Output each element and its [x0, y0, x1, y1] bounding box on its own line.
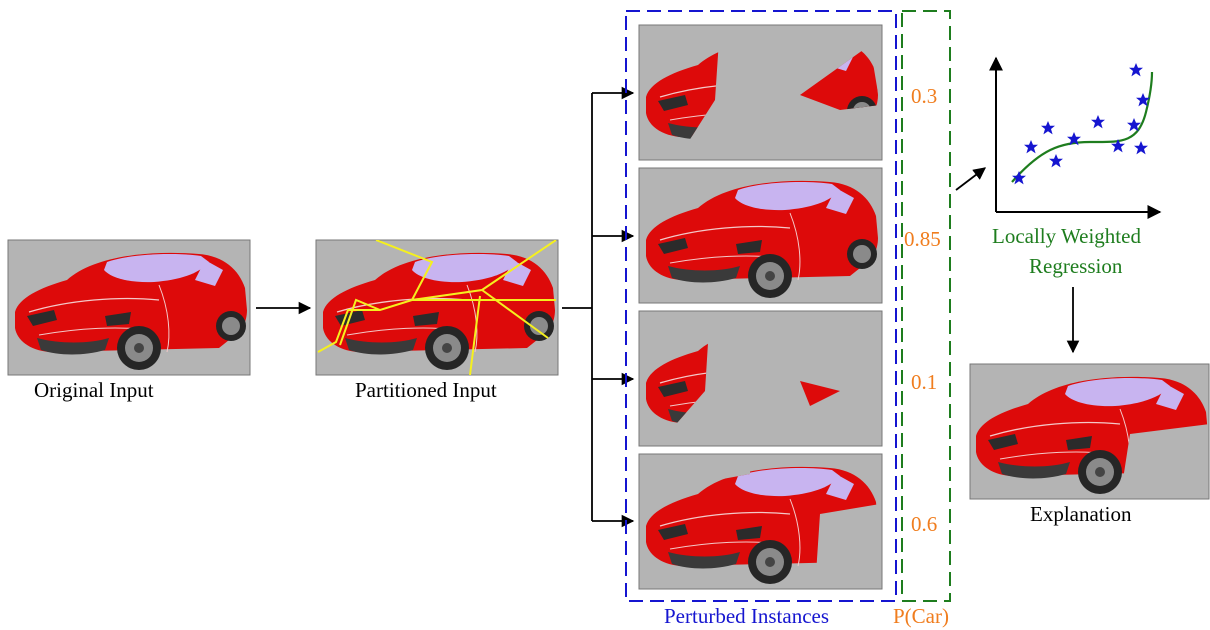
regression-label-line2: Regression: [1029, 254, 1123, 278]
star-icon: [1049, 154, 1063, 168]
original-input-image: [7, 239, 251, 376]
partitioned-input-label: Partitioned Input: [355, 378, 497, 402]
probability-value-2: 0.85: [904, 227, 941, 251]
perturbed-instance-3: [638, 310, 883, 447]
original-input-label: Original Input: [34, 378, 154, 402]
star-icon: [1091, 115, 1105, 129]
partition-lines: [317, 240, 557, 375]
probability-value-4: 0.6: [911, 512, 938, 536]
explanation-image: [969, 363, 1210, 500]
probability-value-3: 0.1: [911, 370, 938, 394]
probability-value-1: 0.3: [911, 84, 938, 108]
p-car-label: P(Car): [893, 604, 949, 628]
perturbed-instance-4: [638, 453, 883, 590]
star-icon: [1134, 141, 1148, 155]
star-icon: [1041, 121, 1055, 135]
perturbed-instances-label: Perturbed Instances: [664, 604, 830, 628]
regression-curve: [1011, 71, 1154, 183]
explanation-label: Explanation: [1030, 502, 1132, 526]
arrow-icon: [955, 167, 987, 191]
regression-plot: [989, 56, 1162, 219]
star-icon: [1012, 171, 1026, 185]
perturbed-instance-1: [638, 24, 883, 161]
perturbed-instances-box: [625, 10, 897, 602]
star-icon: [1129, 63, 1143, 77]
regression-label-line1: Locally Weighted: [992, 224, 1141, 248]
perturbed-instance-2: [638, 167, 883, 304]
probability-box: [901, 10, 951, 602]
branch-arrows: [562, 86, 635, 528]
star-icon: [1024, 140, 1038, 154]
partitioned-input-image: [315, 239, 559, 376]
